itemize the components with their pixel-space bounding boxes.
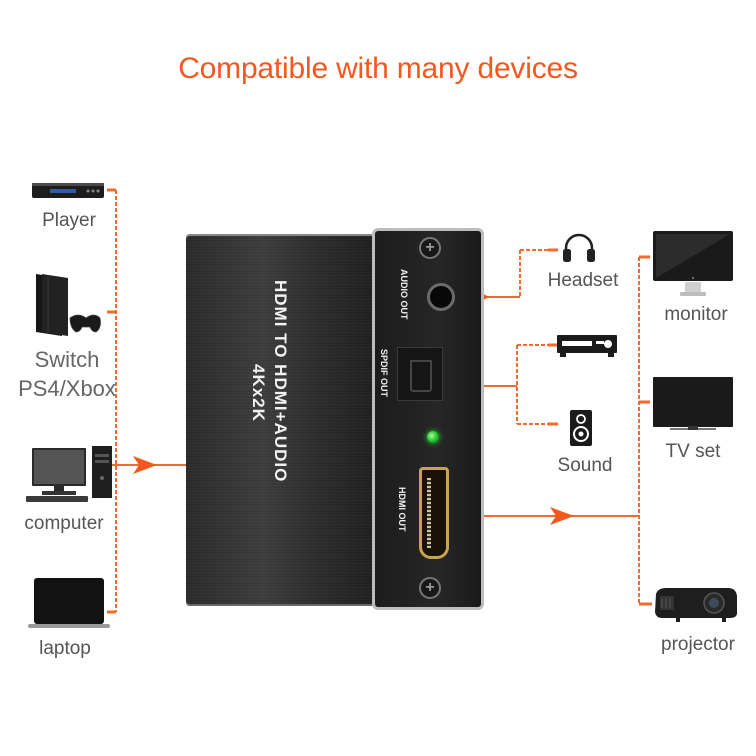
arrow-input: [133, 456, 157, 474]
projector-label: projector: [661, 634, 735, 655]
laptop-icon: [28, 578, 110, 628]
game-console-icon: [36, 274, 101, 336]
product-resolution: 4Kx2K: [249, 364, 268, 422]
product-name: HDMI TO HDMI+AUDIO: [271, 280, 290, 483]
tv-label: TV set: [665, 441, 721, 462]
speaker-icon: [570, 410, 592, 446]
hdmi-out-label: HDMI OUT: [397, 487, 407, 532]
laptop-label: laptop: [39, 638, 91, 659]
console-label-line1: Switch: [34, 347, 100, 372]
blu-ray-player-icon: [32, 183, 104, 198]
spdif-out-label: SPDIF OUT: [379, 349, 389, 398]
monitor-icon: [653, 231, 733, 296]
spdif-out-port[interactable]: [397, 347, 443, 401]
screw-icon: +: [419, 577, 441, 599]
computer-label: computer: [24, 513, 104, 534]
arrow-hdmi-out: [550, 507, 574, 525]
hdmi-out-port[interactable]: [419, 467, 449, 559]
headphones-icon: [563, 233, 595, 262]
power-led: [427, 431, 439, 443]
page-title: Compatible with many devices: [178, 52, 578, 85]
desktop-computer-icon: [26, 446, 112, 502]
player-label: Player: [42, 210, 96, 231]
audio-out-jack[interactable]: [427, 283, 455, 311]
converter-front-panel: + AUDIO OUT SPDIF OUT HDMI OUT +: [372, 228, 484, 610]
tv-icon: [653, 377, 733, 430]
sound-label: Sound: [557, 455, 613, 476]
projector-icon: [655, 588, 737, 622]
av-receiver-icon: [557, 335, 617, 357]
screw-icon: +: [419, 237, 441, 259]
converter-body: HDMI TO HDMI+AUDIO 4Kx2K: [186, 234, 378, 606]
audio-out-label: AUDIO OUT: [399, 269, 409, 320]
console-label-line2: PS4/Xbox: [18, 376, 116, 401]
monitor-label: monitor: [664, 304, 728, 325]
headset-label: Headset: [547, 270, 619, 291]
